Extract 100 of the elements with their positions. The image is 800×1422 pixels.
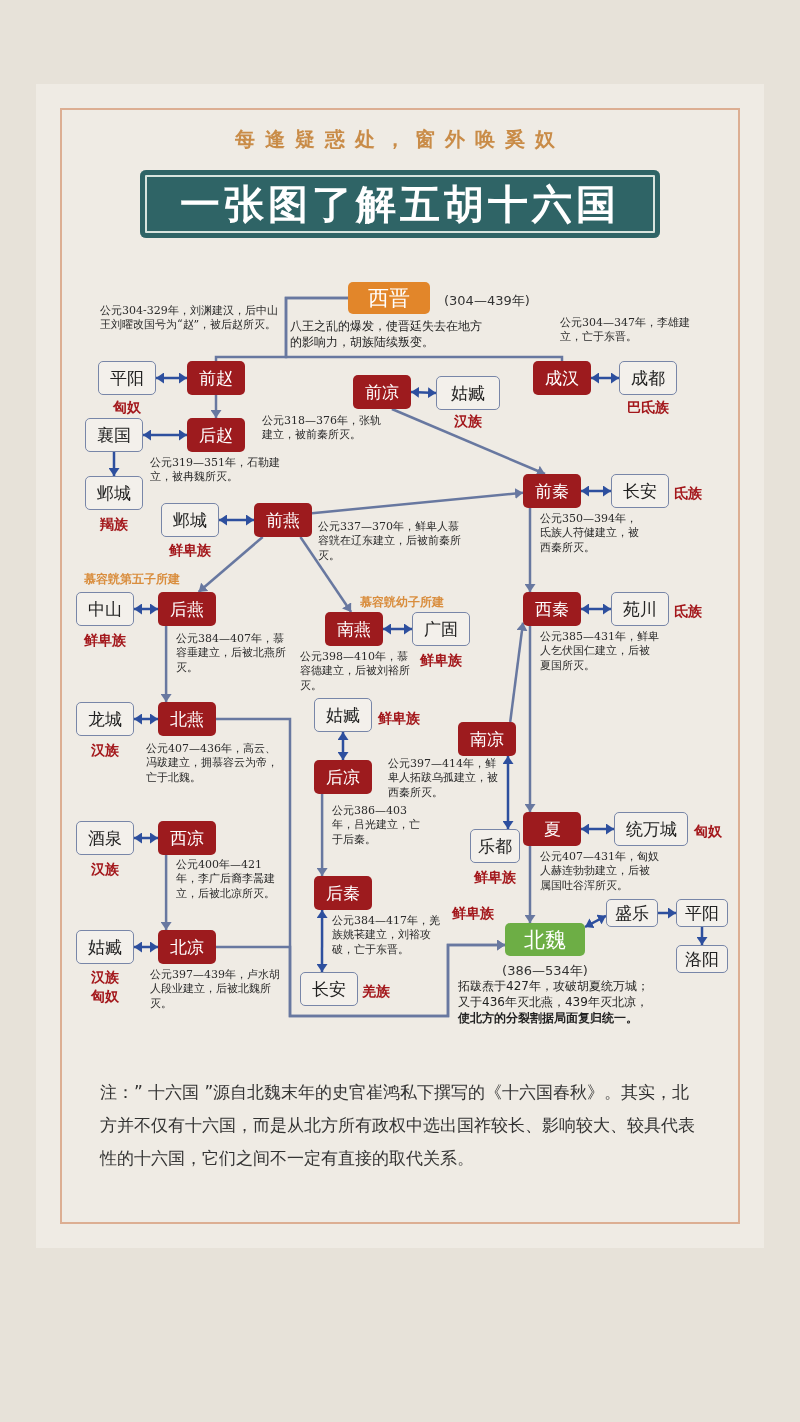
arrow <box>526 846 534 923</box>
capital-box: 苑川 <box>611 592 669 626</box>
arrow <box>299 536 353 613</box>
state-box: 前赵 <box>187 361 245 395</box>
double-arrow <box>383 625 412 633</box>
double-arrow <box>581 487 611 495</box>
double-arrow <box>134 605 158 613</box>
state-box: 成汉 <box>533 361 591 395</box>
description-text: 公元397—414年，鲜卑人拓跋乌孤建立，被西秦所灭。 <box>388 757 498 800</box>
double-arrow <box>410 388 437 397</box>
capital-box: 长安 <box>300 972 358 1006</box>
capital-box: 邺城 <box>161 503 219 537</box>
capital-box: 统万城 <box>614 812 688 846</box>
double-arrow <box>219 516 254 524</box>
description-text: 公元397—439年，卢水胡人段业建立，后被北魏所灭。 <box>150 968 280 1011</box>
arrow <box>216 941 505 1018</box>
ethnic-label: 鲜卑族 <box>84 632 126 650</box>
description-text: 公元319—351年，石勒建立，被冉魏所灭。 <box>150 456 281 485</box>
arrow <box>318 794 327 876</box>
capital-box: 襄国 <box>85 418 143 452</box>
description-text: 公元318—376年，张轨建立，被前秦所灭。 <box>262 414 382 443</box>
ethnic-label: 匈奴 <box>91 988 119 1006</box>
ethnic-label: 匈奴 <box>113 399 141 417</box>
ethnic-label: 鲜卑族 <box>169 542 211 560</box>
description-text: 拓跋焘于427年，攻破胡夏统万城；又于436年灭北燕，439年灭北凉，使北方的分裂割据局面复归统一。 <box>458 978 650 1027</box>
description-text: 八王之乱的爆发，使晋廷失去在地方的影响力，胡族陆续叛变。 <box>290 318 483 351</box>
ethnic-label: 巴氐族 <box>627 399 669 417</box>
capital-box: 平阳 <box>676 899 728 927</box>
ethnic-label: 羯族 <box>100 516 128 534</box>
double-arrow <box>591 374 619 382</box>
arrow <box>212 395 220 418</box>
description-text: 公元384—407年，慕容垂建立，后被北燕所灭。 <box>176 632 286 675</box>
arrow <box>526 626 534 812</box>
state-box: 前燕 <box>254 503 312 537</box>
ethnic-label: 鲜卑族 <box>452 905 494 923</box>
description-text: 公元407—431年，匈奴人赫连勃勃建立，后被属国吐谷浑所灭。 <box>540 850 660 893</box>
year-range-text: (386—534年) <box>502 962 588 980</box>
state-box: 南凉 <box>458 722 516 756</box>
arrow <box>526 508 534 592</box>
double-arrow <box>134 943 158 951</box>
state-box: 前凉 <box>353 375 411 409</box>
arrow <box>508 622 526 723</box>
capital-box: 酒泉 <box>76 821 134 855</box>
ethnic-label: 氐族 <box>674 485 702 503</box>
state-box: 西凉 <box>158 821 216 855</box>
capital-box: 成都 <box>619 361 677 395</box>
arrow <box>110 452 118 476</box>
state-box: 北燕 <box>158 702 216 736</box>
description-text: 公元400年—421年，李广后裔李暠建立，后被北凉所灭。 <box>176 858 276 901</box>
state-box: 南燕 <box>325 612 383 646</box>
ethnic-label: 氐族 <box>674 603 702 621</box>
state-box: 西秦 <box>523 592 581 626</box>
description-text: 公元337—370年，鲜卑人慕容皝在辽东建立，后被前秦所灭。 <box>318 520 462 563</box>
description-text: 公元407—436年，高云、冯跋建立，拥慕容云为帝，亡于北魏。 <box>146 742 279 785</box>
state-box: 后凉 <box>314 760 372 794</box>
double-arrow <box>134 834 158 842</box>
ethnic-label: 汉族 <box>91 742 119 760</box>
capital-box: 中山 <box>76 592 134 626</box>
double-arrow <box>504 756 512 829</box>
description-text: 公元386—403年，吕光建立，亡于后秦。 <box>332 804 421 847</box>
capital-box: 长安 <box>611 474 669 508</box>
ethnic-label: 汉族 <box>91 969 119 987</box>
capital-box: 平阳 <box>98 361 156 395</box>
title-banner: 一张图了解五胡十六国 <box>140 170 660 238</box>
arrow <box>197 536 264 593</box>
double-arrow <box>581 825 614 833</box>
ethnic-label: 汉族 <box>454 413 482 431</box>
capital-box: 洛阳 <box>676 945 728 973</box>
double-arrow <box>339 732 347 760</box>
capital-box: 姑臧 <box>436 376 500 410</box>
dynasty-box: 西晋 <box>348 282 430 314</box>
state-box: 夏 <box>523 812 581 846</box>
description-text: 公元398—410年，慕容德建立，后被刘裕所灭。 <box>300 650 410 693</box>
description-text: 公元350—394年，氐族人苻健建立，被西秦所灭。 <box>540 512 640 555</box>
capital-box: 龙城 <box>76 702 134 736</box>
state-box: 后燕 <box>158 592 216 626</box>
arrow <box>698 927 706 945</box>
note-text: 慕容皝幼子所建 <box>360 594 444 611</box>
state-box: 后秦 <box>314 876 372 910</box>
arrow <box>311 489 524 515</box>
state-box: 后赵 <box>187 418 245 452</box>
arrow <box>658 909 676 917</box>
capital-box: 乐都 <box>470 829 520 863</box>
capital-box: 姑臧 <box>314 698 372 732</box>
ethnic-label: 汉族 <box>91 861 119 879</box>
dynasty-box: 北魏 <box>505 923 585 956</box>
double-arrow <box>581 605 611 613</box>
connector-line <box>284 296 564 362</box>
ethnic-label: 鲜卑族 <box>420 652 462 670</box>
description-text: 公元304-329年，刘渊建汉，后中山王刘曜改国号为“赵”，被后赵所灭。 <box>100 304 279 333</box>
state-box: 前秦 <box>523 474 581 508</box>
double-arrow <box>143 431 187 439</box>
arrow <box>391 407 546 476</box>
description-text: 公元384—417年，羌族姚苌建立，刘裕攻破，亡于东晋。 <box>332 914 440 957</box>
ethnic-label: 羌族 <box>362 983 390 1001</box>
motto-text: 每逢疑惑处，窗外唤奚奴 <box>235 126 565 152</box>
note-text: 慕容皝第五子所建 <box>84 571 180 588</box>
state-box: 北凉 <box>158 930 216 964</box>
description-text: 公元304—347年，李雄建立，亡于东晋。 <box>560 316 691 345</box>
capital-box: 盛乐 <box>606 899 658 927</box>
